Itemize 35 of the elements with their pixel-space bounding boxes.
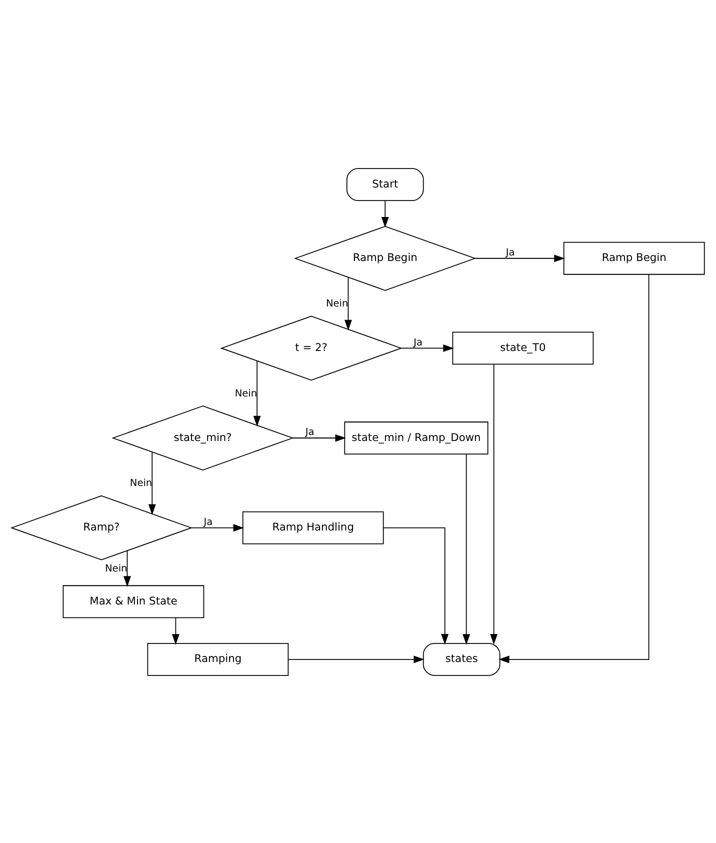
arrow (172, 616, 180, 644)
arrow (288, 655, 424, 663)
arrow (462, 453, 470, 644)
arrow (381, 200, 389, 228)
arrow (344, 276, 352, 330)
arrow (253, 360, 261, 426)
node-diamond: t = 2? (220, 315, 402, 380)
arrow (148, 451, 156, 514)
node-diamond: Ramp Begin (294, 225, 476, 290)
arrow (498, 274, 650, 663)
edge-label: Nein (130, 478, 152, 489)
node-box: Ramp Handling (242, 510, 384, 544)
node-box: states (422, 642, 500, 676)
node-box: Start (346, 168, 424, 201)
arrow (474, 254, 565, 262)
edge-label: Nein (326, 298, 348, 310)
node-box: state_T0 (452, 331, 594, 364)
edge-label: Nein (234, 388, 258, 399)
arrow (124, 550, 131, 586)
node-box: Ramp Begin (563, 241, 705, 274)
edge-label: Ja (305, 426, 314, 438)
edge-label: Ja (506, 247, 515, 258)
arrow (383, 526, 449, 644)
arrow (490, 364, 498, 644)
node-box: state_min / Ramp_Down (344, 421, 488, 454)
node-box: Ramping (147, 642, 289, 676)
arrow (400, 344, 454, 352)
edge-label: Ja (204, 516, 213, 528)
node-box: Max & Min State (62, 584, 204, 618)
edge-label: Nein (105, 563, 128, 574)
arrow (292, 434, 346, 442)
node-diamond: state_min? (112, 405, 294, 470)
arrow (191, 524, 244, 532)
node-diamond: Ramp? (10, 494, 193, 560)
edge-label: Ja (414, 336, 422, 348)
